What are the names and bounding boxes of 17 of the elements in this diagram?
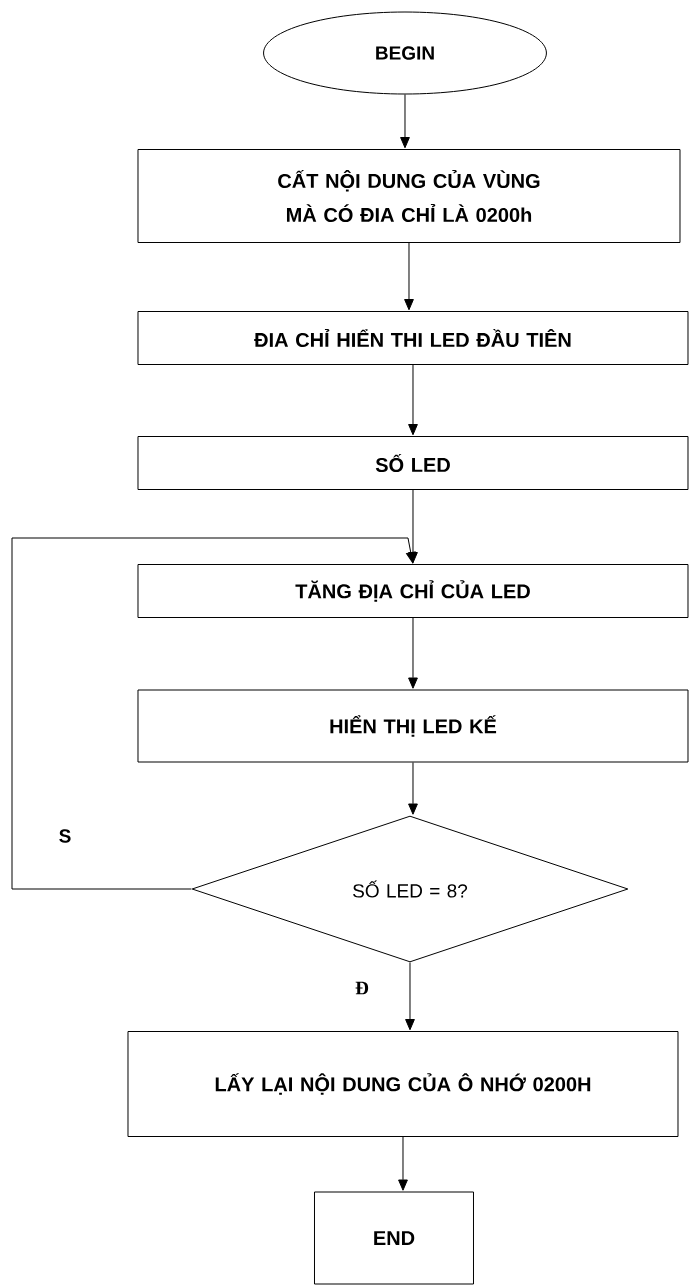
arrow <box>11 537 416 890</box>
arrow <box>408 617 418 689</box>
arrow <box>408 762 418 815</box>
arrow <box>404 242 414 311</box>
process-box: LẤY LẠI NỘI DUNG CỦA Ô NHỚ 0200H <box>127 1031 679 1137</box>
arrow <box>398 1136 408 1191</box>
process-box: END <box>314 1191 474 1285</box>
arrow <box>405 962 415 1031</box>
edge-label: S <box>57 828 73 844</box>
process-box: HIỂN THỊ LED KẾ <box>137 689 689 763</box>
process-box: CẤT NỘI DUNG CỦA VÙNG MÀ CÓ ĐIA CHỈ LÀ 0200h <box>137 149 681 243</box>
arrow <box>408 364 418 436</box>
edge-label: Đ <box>354 980 370 996</box>
process-box: SỐ LED <box>137 436 689 490</box>
process-box: ĐIA CHỈ HIỂN THI LED ĐẦU TIÊN <box>137 311 689 365</box>
process-box: TĂNG ĐỊA CHỈ CỦA LED <box>137 564 689 618</box>
arrow <box>400 94 410 149</box>
